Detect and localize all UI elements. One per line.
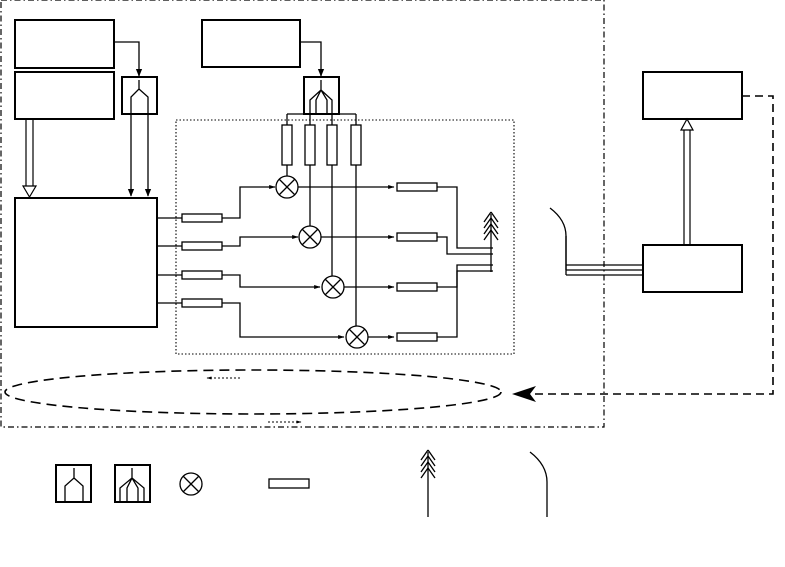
- line-center-to-splitter: [300, 41, 325, 77]
- feed-lines: [437, 186, 493, 338]
- splitter-2way-icon: [121, 76, 158, 115]
- legend-splitter-2way-icon: [55, 464, 92, 503]
- channel-3: [157, 270, 438, 299]
- rotation-ellipse: [4, 369, 502, 415]
- lo-resistor-1: [281, 114, 293, 176]
- feedback-dashed-line: [524, 95, 774, 395]
- line-block1-to-splitter: [114, 41, 143, 77]
- lo-resistor-4: [350, 114, 362, 326]
- legend-antenna-icon: [420, 449, 436, 517]
- legend-splitter-4way-icon: [114, 464, 151, 503]
- right-top-block: [642, 71, 743, 120]
- channel-4: [157, 298, 438, 349]
- top-left-block-1: [14, 19, 115, 69]
- lo-resistor-2: [304, 114, 316, 227]
- outer-boundary-frame: [0, 0, 605, 428]
- feedback-arrowhead: [512, 386, 536, 402]
- top-center-block: [201, 19, 301, 68]
- top-left-block-2: [14, 71, 115, 120]
- channel-1: [157, 175, 438, 223]
- right-bottom-block: [642, 244, 743, 293]
- reflector-link: [549, 207, 643, 276]
- legend-mixer-icon: [179, 472, 203, 496]
- legend-reflector-icon: [529, 451, 548, 517]
- lo-resistor-3: [326, 114, 338, 276]
- processor-block: [14, 197, 158, 328]
- splitter-4way-icon: [303, 76, 340, 115]
- hollow-arrow-block2-to-processor: [21, 119, 38, 199]
- channel-2: [157, 225, 438, 251]
- antenna-array-icon: [483, 211, 499, 272]
- hollow-arrow-up: [679, 117, 695, 245]
- legend-resistor-icon: [268, 478, 310, 489]
- inner-network-frame: [175, 119, 515, 355]
